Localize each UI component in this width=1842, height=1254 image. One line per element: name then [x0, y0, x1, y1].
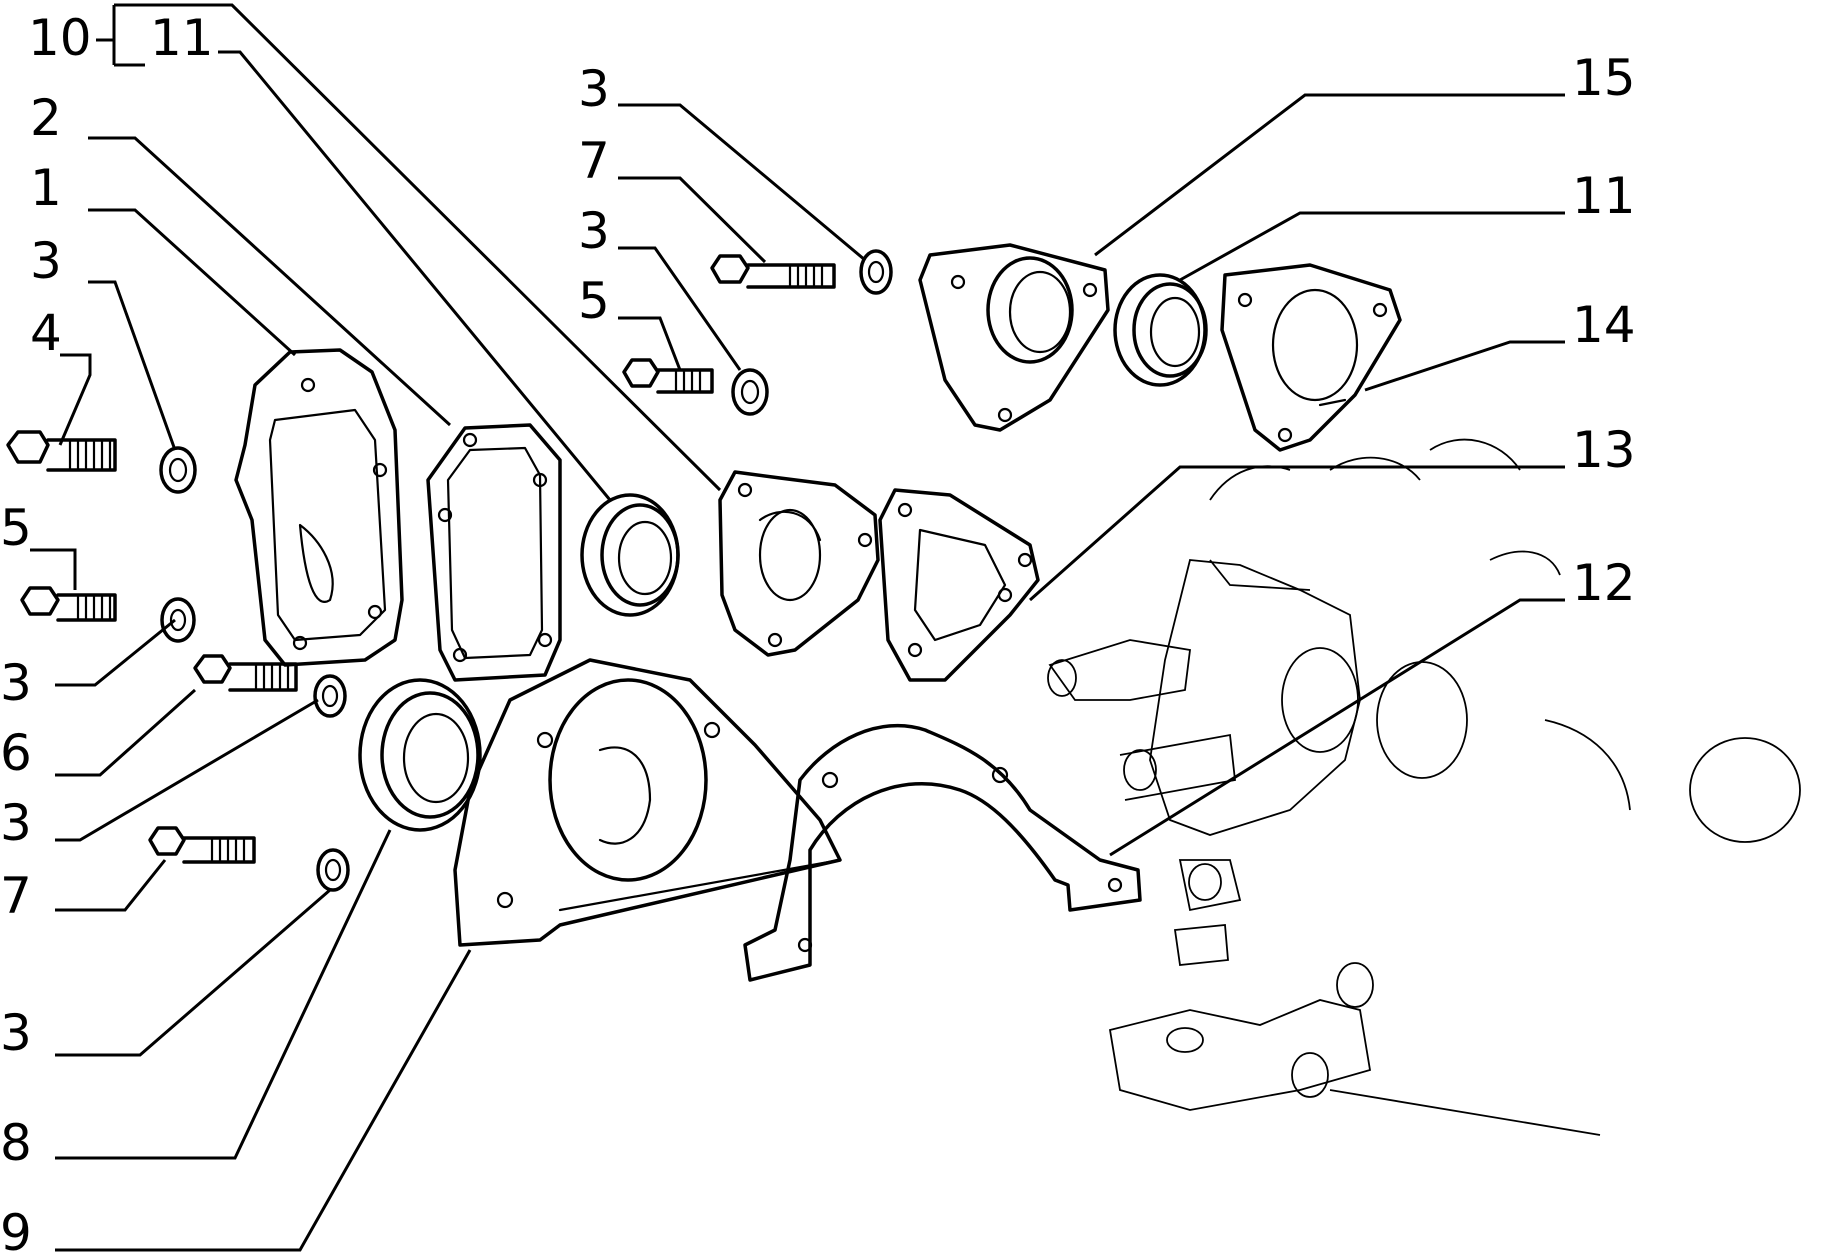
callout-15: 15 — [1572, 49, 1636, 107]
washer-3-top-1 — [859, 249, 893, 295]
part-11-seal-right — [1113, 273, 1208, 387]
callout-12: 12 — [1572, 554, 1636, 612]
bolt-7-left — [148, 826, 256, 864]
callout-3-d: 3 — [0, 1004, 32, 1062]
leader-3-a — [88, 280, 177, 451]
leader-3-b — [55, 618, 176, 687]
part-10-housing — [718, 470, 880, 657]
callout-3-a: 3 — [30, 232, 62, 290]
part-12-gasket — [743, 723, 1142, 982]
callout-6: 6 — [0, 724, 32, 782]
bolts — [6, 254, 836, 864]
part-1-cover — [234, 348, 404, 667]
part-14-gasket — [1220, 263, 1402, 452]
part-15-housing — [918, 243, 1110, 432]
callout-3-b: 3 — [0, 654, 32, 712]
part-2-gasket — [426, 423, 562, 682]
leader-13 — [1029, 465, 1565, 602]
washer-3-c — [313, 674, 347, 718]
leader-6 — [55, 688, 197, 777]
leader-7-left — [55, 859, 167, 912]
callout-13: 13 — [1572, 421, 1636, 479]
leader-2 — [88, 136, 452, 427]
leader-lines — [30, 3, 1565, 1252]
leader-7-top — [618, 176, 767, 264]
engine-block-outline — [1047, 438, 1801, 1136]
callout-4: 4 — [30, 304, 62, 362]
bolt-7-top — [710, 254, 836, 289]
leader-3-c — [55, 698, 319, 842]
callout-3-c: 3 — [0, 794, 32, 852]
leader-8 — [55, 829, 392, 1160]
washer-3-a — [159, 446, 197, 494]
leader-14 — [1364, 340, 1565, 392]
leader-5-top — [618, 316, 682, 371]
callout-7-left: 7 — [0, 867, 32, 925]
washer-3-d — [316, 848, 350, 892]
callout-3-top-1: 3 — [578, 60, 610, 118]
callout-10: 10 — [28, 9, 92, 67]
leader-3-top-1 — [618, 103, 866, 262]
part-8-seal — [358, 678, 482, 832]
leader-4 — [58, 353, 92, 446]
leader-5-left — [30, 548, 77, 590]
callout-3-top-2: 3 — [578, 202, 610, 260]
callout-1: 1 — [30, 159, 62, 217]
leader-11-top — [218, 50, 612, 501]
part-13-gasket — [878, 488, 1040, 682]
washers — [159, 249, 893, 892]
callout-14: 14 — [1572, 296, 1636, 354]
washer-3-b — [160, 597, 196, 643]
leader-10-bracket — [96, 3, 145, 67]
bolt-6 — [193, 654, 298, 692]
leader-12 — [1109, 598, 1565, 857]
leader-9 — [55, 949, 472, 1252]
callout-labels: 10 11 2 1 3 4 5 3 6 3 7 3 8 9 3 7 3 5 15… — [0, 9, 1636, 1254]
callout-9: 9 — [0, 1204, 32, 1254]
leader-3-top-2 — [618, 246, 742, 371]
leader-11-right — [1179, 211, 1565, 282]
callout-11-right: 11 — [1572, 167, 1636, 225]
part-11-seal-left — [580, 493, 680, 617]
callout-2: 2 — [30, 89, 62, 147]
leader-3-d — [55, 888, 331, 1057]
callout-5-left: 5 — [0, 499, 32, 557]
bolt-4 — [6, 430, 117, 472]
callout-7-top: 7 — [578, 132, 610, 190]
leader-10 — [145, 3, 722, 492]
callout-5-top: 5 — [578, 272, 610, 330]
leader-15 — [1094, 93, 1565, 257]
bolt-5-left — [20, 586, 117, 622]
bolt-5-top — [622, 358, 714, 394]
leader-1 — [88, 208, 297, 357]
part-9-front-cover — [453, 658, 842, 947]
callout-8: 8 — [0, 1114, 32, 1172]
washer-3-top-2 — [731, 368, 769, 416]
callout-11-top: 11 — [150, 9, 214, 67]
